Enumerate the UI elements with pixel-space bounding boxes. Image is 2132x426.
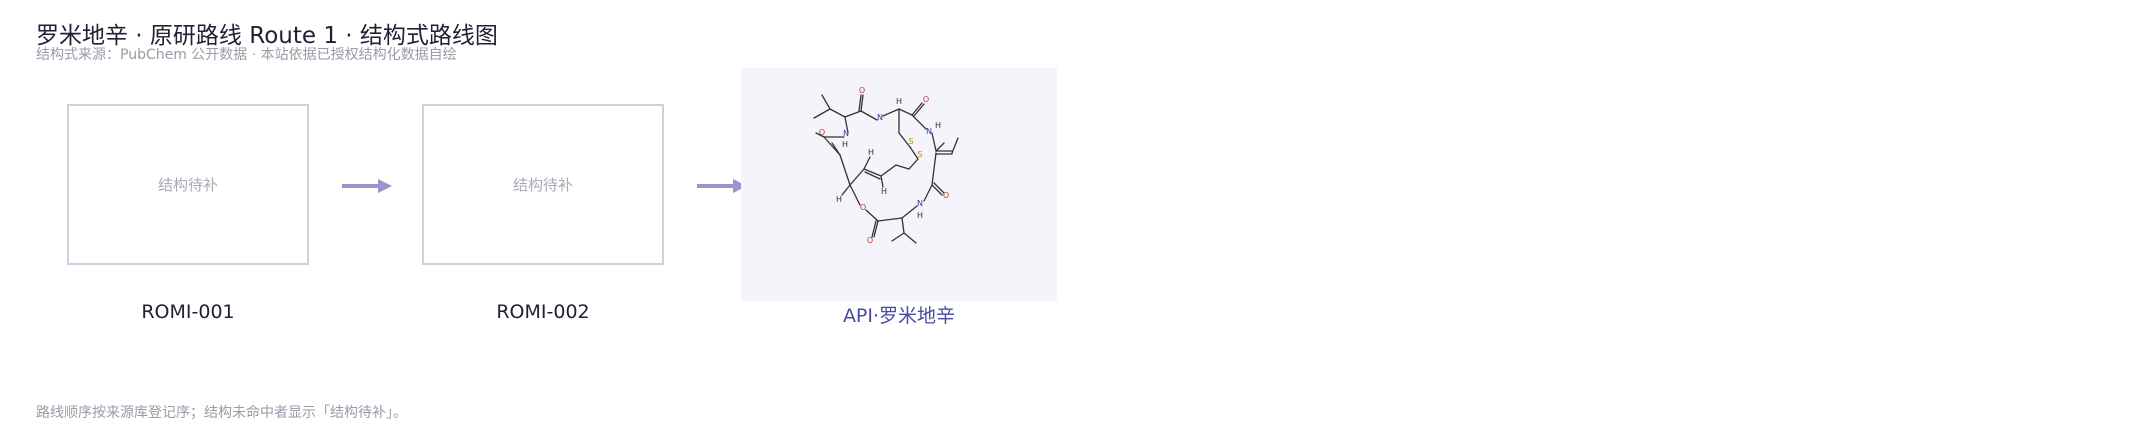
svg-text:N: N xyxy=(917,199,923,208)
arrow-right-icon xyxy=(697,176,747,196)
molecule-structure-icon: O N O N H O N H O O N H O H S S H H H xyxy=(786,73,1012,295)
svg-text:O: O xyxy=(943,191,949,200)
api-structure-panel: O N O N H O N H O O N H O H S S H H H xyxy=(741,68,1057,301)
svg-text:H: H xyxy=(881,187,887,196)
svg-text:H: H xyxy=(868,148,874,157)
structure-placeholder: 结构待补 xyxy=(158,174,218,195)
svg-text:H: H xyxy=(935,121,941,130)
svg-text:O: O xyxy=(923,95,929,104)
svg-text:H: H xyxy=(896,97,902,106)
svg-text:N: N xyxy=(877,113,883,122)
svg-text:O: O xyxy=(859,86,865,95)
svg-text:H: H xyxy=(842,140,848,149)
structure-placeholder: 结构待补 xyxy=(513,174,573,195)
footnote: 路线顺序按来源库登记序；结构未命中者显示「结构待补」。 xyxy=(36,402,407,422)
svg-text:S: S xyxy=(917,150,922,159)
svg-text:H: H xyxy=(917,211,923,220)
svg-text:N: N xyxy=(843,129,849,138)
api-label: API·罗米地辛 xyxy=(741,301,1057,328)
source-note: 结构式来源：PubChem 公开数据 · 本站依据已授权结构化数据自绘 xyxy=(36,44,457,64)
svg-text:N: N xyxy=(926,127,932,136)
step-label: ROMI-001 xyxy=(67,301,309,323)
svg-text:S: S xyxy=(908,137,913,146)
step-structure-box: 结构待补 xyxy=(422,104,664,265)
step-structure-box: 结构待补 xyxy=(67,104,309,265)
step-label: ROMI-002 xyxy=(422,301,664,323)
svg-text:O: O xyxy=(867,236,873,245)
arrow-right-icon xyxy=(342,176,392,196)
svg-text:O: O xyxy=(819,128,825,137)
svg-text:H: H xyxy=(836,195,842,204)
svg-text:O: O xyxy=(860,203,866,212)
